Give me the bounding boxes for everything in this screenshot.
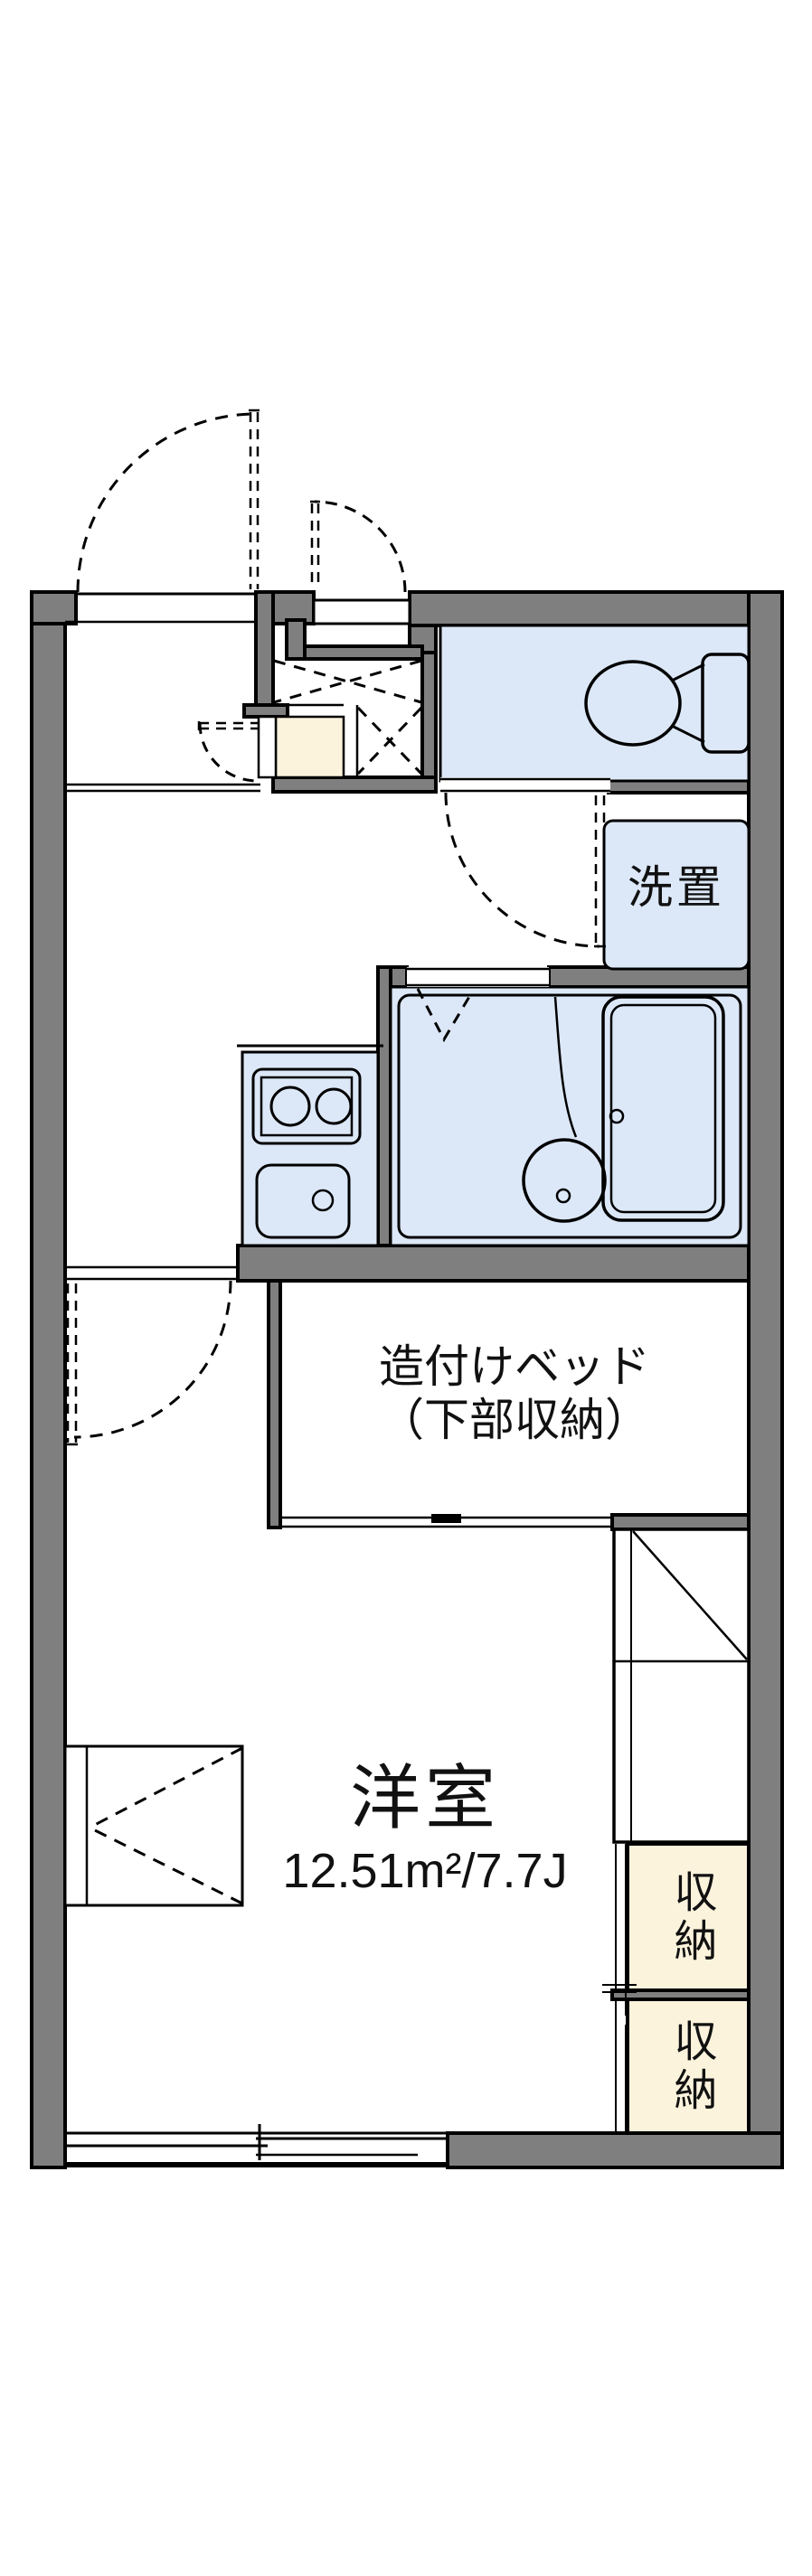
entrance-door-swing (76, 409, 260, 593)
left-wall (30, 590, 67, 2169)
folding-table-outline (63, 1744, 244, 1907)
shelf-diagonal-mark (632, 1530, 748, 1660)
hall-bottom-wall (271, 776, 438, 794)
walls (30, 590, 784, 2169)
hall-left-wall-bar (254, 590, 275, 709)
cross-mark-line (273, 659, 422, 704)
hall-door-swing (197, 721, 260, 783)
cross-mark-line (356, 706, 423, 776)
top-left-wall-cap (30, 590, 78, 625)
shelf-column-outline (612, 1528, 751, 1844)
front-door-slab (312, 598, 411, 625)
shelf-column (612, 1528, 751, 1844)
porch-bottom-wall (303, 644, 424, 661)
folding-table-fold-mark (89, 1746, 243, 1829)
room-area: 12.51m²/7.7J (282, 1844, 568, 1898)
hall-left-stub-wall (242, 703, 289, 719)
room-door-swing (66, 1280, 232, 1446)
genkan-floor (274, 715, 345, 779)
bathtub-icon (601, 995, 725, 1222)
washer-space (602, 819, 751, 971)
right-wall (747, 590, 784, 2169)
bed-left-wall (267, 1279, 282, 1529)
fixtures (251, 653, 751, 1239)
bath-door-opening (407, 967, 549, 987)
storage-label-bottom: 収納 (666, 2018, 715, 2116)
toilet-door-swing (444, 792, 606, 948)
bottom-window (65, 2124, 448, 2167)
top-right-wall (408, 590, 751, 627)
storage-top-box (626, 1842, 751, 1992)
kitchen-unit (241, 1050, 380, 1247)
washer-label: 洗置 (628, 862, 725, 913)
bed-bottom-right-wall (610, 1513, 751, 1531)
hall-right-wall-bar (420, 651, 438, 790)
toilet-icon (584, 653, 751, 754)
toilet-room (439, 624, 751, 783)
rooms (237, 598, 751, 1247)
washbasin-icon (522, 996, 607, 1223)
storage-label-top: 収納 (666, 1869, 715, 1967)
porch-door-swing (310, 500, 407, 593)
storage-bottom-box (626, 1998, 751, 2135)
door-swings (66, 409, 606, 1446)
genkan-door-slab (257, 715, 278, 779)
bed-label-line1: 造付けベッド (379, 1341, 650, 1392)
toilet-door-opening (440, 777, 610, 793)
bath-top-wall-left (389, 965, 409, 989)
bed-label-line2: （下部収納） (379, 1395, 650, 1445)
bed-edge-tick (431, 1514, 461, 1523)
porch-left-jamb (285, 618, 307, 661)
room-title: 洋室 (349, 1758, 500, 1838)
inner-lines (65, 592, 614, 1528)
folding-table-fold-mark (89, 1826, 243, 1905)
bottom-right-wall (446, 2131, 784, 2169)
kitchen-sink-icon (255, 1163, 351, 1239)
folding-table (63, 1744, 244, 1907)
stove-icon (251, 1067, 362, 1145)
storage-closets (602, 1842, 751, 2135)
bath-folding-door (416, 988, 475, 1043)
mid-wall-band (236, 1244, 751, 1283)
overhead-storage-cross (273, 659, 423, 776)
bath-unit-shell (397, 993, 742, 1239)
bath-left-wall (376, 965, 392, 1249)
window-outer-edge (65, 2162, 448, 2167)
cross-mark-line (273, 659, 422, 704)
